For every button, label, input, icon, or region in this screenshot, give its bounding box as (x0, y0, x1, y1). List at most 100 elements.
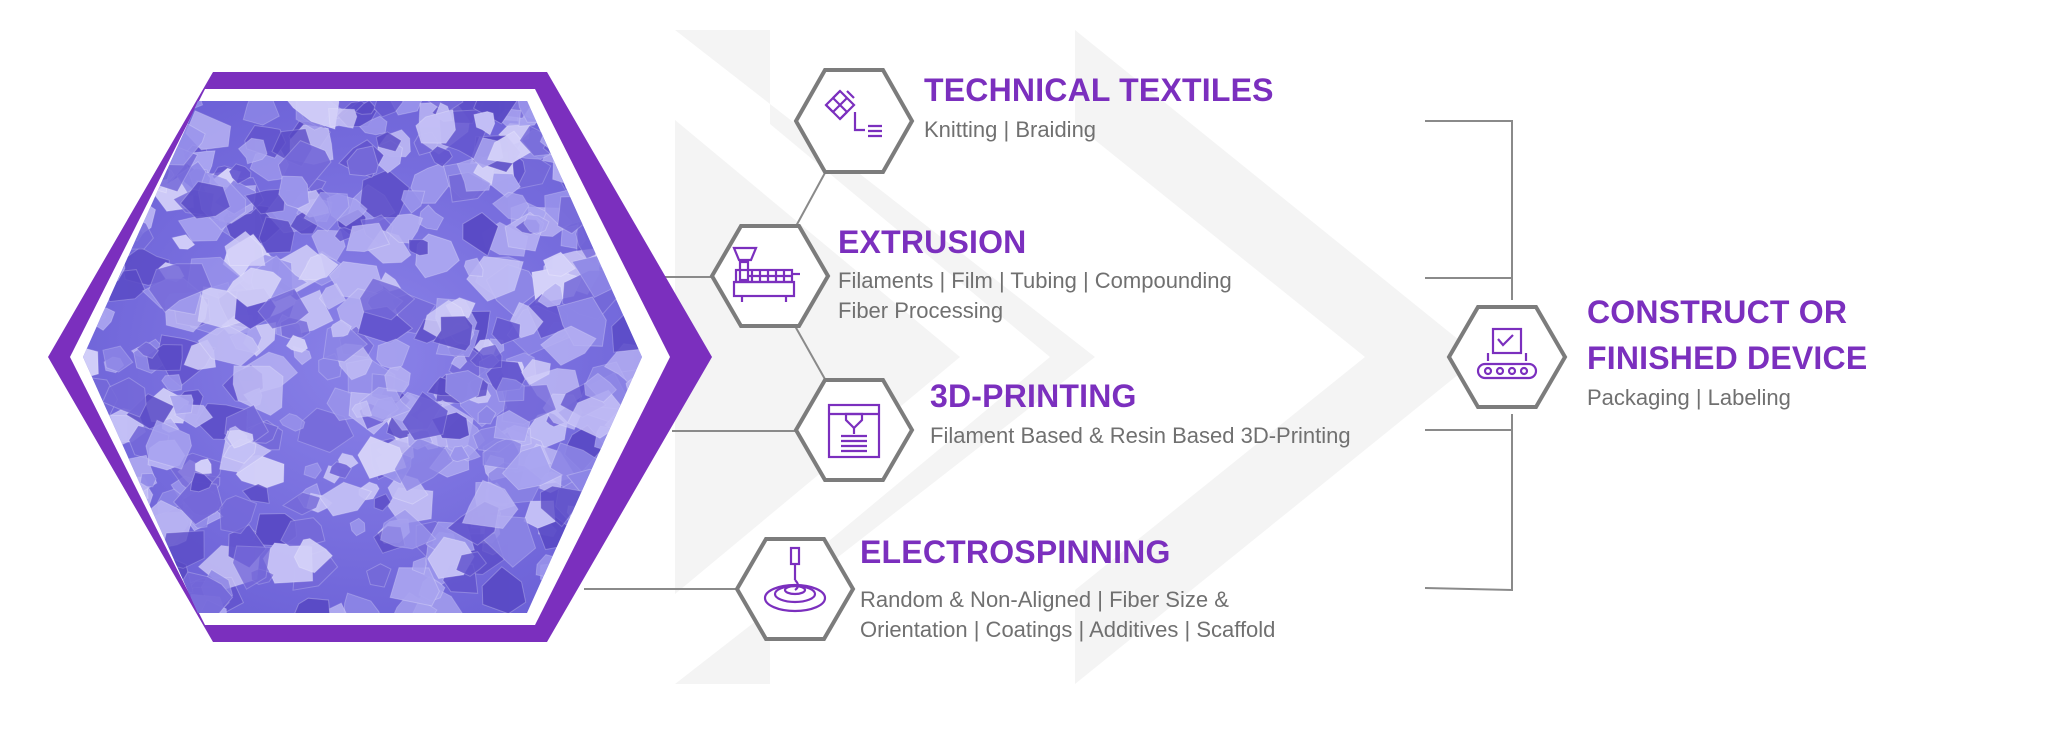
result-title-line2: FINISHED DEVICE (1587, 340, 1868, 376)
granule (631, 487, 642, 517)
3d-printer-icon (827, 403, 881, 459)
step-title-3d-printing: 3D-PRINTING (930, 378, 1137, 414)
granule (426, 101, 464, 114)
granule (258, 216, 295, 254)
granule (83, 158, 131, 195)
granule (197, 325, 261, 367)
granule (179, 181, 231, 220)
granule (237, 137, 268, 165)
granule (114, 588, 153, 613)
granule (222, 438, 257, 464)
granule (232, 545, 272, 590)
granule (102, 345, 134, 373)
granule (366, 563, 392, 588)
granule (358, 115, 388, 136)
granule (96, 151, 134, 177)
granule (83, 135, 104, 168)
granule (226, 429, 254, 449)
connector-extrusion-3d (794, 325, 827, 382)
granule (569, 101, 608, 112)
granule (282, 491, 321, 516)
granule (83, 584, 98, 602)
granule (293, 537, 334, 574)
step-desc-3d-printing: Filament Based & Resin Based 3D-Printing (930, 423, 1351, 448)
granule (587, 109, 618, 138)
granule (145, 419, 193, 470)
step-desc-extrusion-line1: Filaments | Film | Tubing | Compounding (838, 268, 1232, 293)
granule (83, 184, 120, 224)
granule (171, 234, 196, 250)
granule (469, 344, 503, 370)
granule (297, 253, 339, 281)
granule (622, 101, 642, 130)
granule (194, 458, 212, 475)
hex-technical-textiles (793, 68, 915, 174)
granule (342, 592, 386, 613)
granule (351, 400, 373, 418)
granule (491, 191, 530, 221)
result-title-line1: CONSTRUCT OR (1587, 294, 1848, 330)
granule (373, 493, 392, 512)
step-desc-extrusion-line2: Fiber Processing (838, 298, 1004, 323)
granule (83, 572, 99, 612)
bracket-electrospinning (1424, 414, 1513, 592)
granule (292, 597, 331, 613)
granule (401, 391, 449, 441)
granule (345, 222, 391, 253)
connector-lines (584, 120, 1513, 592)
connector-extrusion-textiles (794, 170, 827, 229)
granule (539, 325, 597, 367)
granule (126, 132, 144, 148)
granule (285, 334, 309, 353)
granule (278, 175, 310, 210)
granule (495, 377, 525, 403)
step-hexagons (709, 68, 1568, 641)
granule (445, 369, 484, 404)
granule (242, 101, 280, 126)
granule (83, 144, 95, 178)
granule (100, 155, 131, 182)
granule (257, 287, 310, 330)
knit-braid-icon (824, 89, 882, 138)
granule (85, 517, 138, 562)
bracket-textiles (1425, 120, 1513, 300)
granule (486, 130, 533, 164)
granule (607, 534, 642, 573)
granule (138, 563, 167, 589)
granule (636, 101, 642, 120)
electrospinning-icon (763, 546, 827, 613)
conveyor-check-icon (1476, 327, 1538, 380)
granule (373, 101, 404, 118)
granule (328, 108, 358, 129)
granule (244, 188, 287, 215)
step-title-technical-textiles: TECHNICAL TEXTILES (924, 72, 1274, 108)
granule (102, 101, 133, 111)
step-desc-electrospinning-line2: Orientation | Coatings | Additives | Sca… (860, 617, 1276, 642)
granule (279, 412, 306, 432)
granule (132, 592, 152, 610)
granule (621, 168, 642, 188)
granule (400, 189, 426, 214)
granule (583, 372, 618, 403)
granule (645, 512, 670, 533)
granule (346, 145, 379, 177)
granule (168, 394, 194, 415)
granule (139, 472, 157, 488)
step-title-extrusion: EXTRUSION (838, 224, 1027, 260)
granule (226, 267, 282, 308)
granule (83, 184, 111, 209)
granule (140, 591, 176, 613)
granule (455, 551, 488, 577)
granule (379, 508, 437, 550)
granule (385, 213, 424, 244)
step-title-electrospinning: ELECTROSPINNING (860, 534, 1171, 570)
granule (429, 145, 453, 168)
result-subtitle: Packaging | Labeling (1587, 385, 1791, 410)
granule (461, 479, 519, 530)
granule (639, 601, 642, 613)
granule (303, 191, 350, 232)
granule (349, 517, 366, 537)
hex-3d-printing (793, 378, 915, 482)
granule (328, 461, 353, 479)
granule (415, 109, 457, 144)
